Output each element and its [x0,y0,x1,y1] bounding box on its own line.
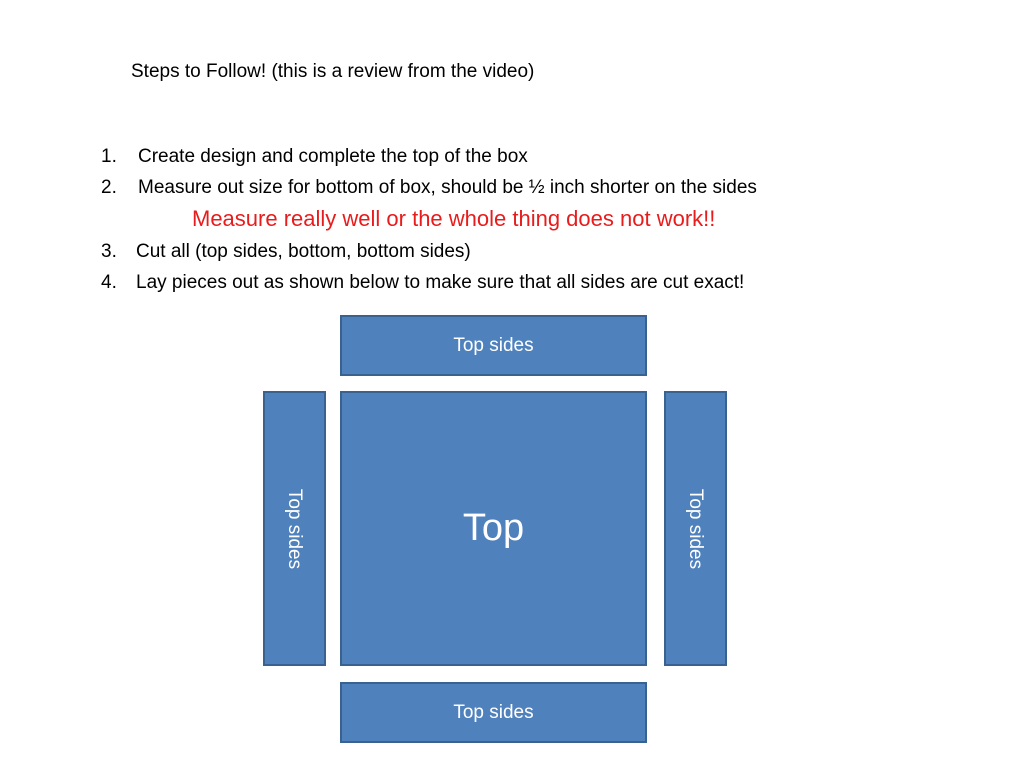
top-side-right-piece: Top sides [664,391,727,666]
top-side-lower-piece: Top sides [340,682,647,743]
step-text: Create design and complete the top of th… [138,146,528,167]
top-piece: Top [340,391,647,666]
piece-label: Top [462,507,525,549]
step-number: 4. [101,272,117,293]
piece-label: Top sides [453,701,534,723]
step-number: 3. [101,241,117,262]
top-side-upper-piece: Top sides [340,315,647,376]
step-number: 2. [101,177,117,198]
top-side-left-piece: Top sides [263,391,326,666]
step-text: Measure out size for bottom of box, shou… [138,177,757,198]
piece-label: Top sides [284,488,306,569]
piece-label: Top sides [453,334,534,356]
piece-label: Top sides [685,488,707,569]
warning-text: Measure really well or the whole thing d… [192,206,716,231]
step-text: Lay pieces out as shown below to make su… [136,272,745,293]
slide-heading: Steps to Follow! (this is a review from … [131,61,535,82]
step-text: Cut all (top sides, bottom, bottom sides… [136,241,471,262]
step-number: 1. [101,146,117,167]
